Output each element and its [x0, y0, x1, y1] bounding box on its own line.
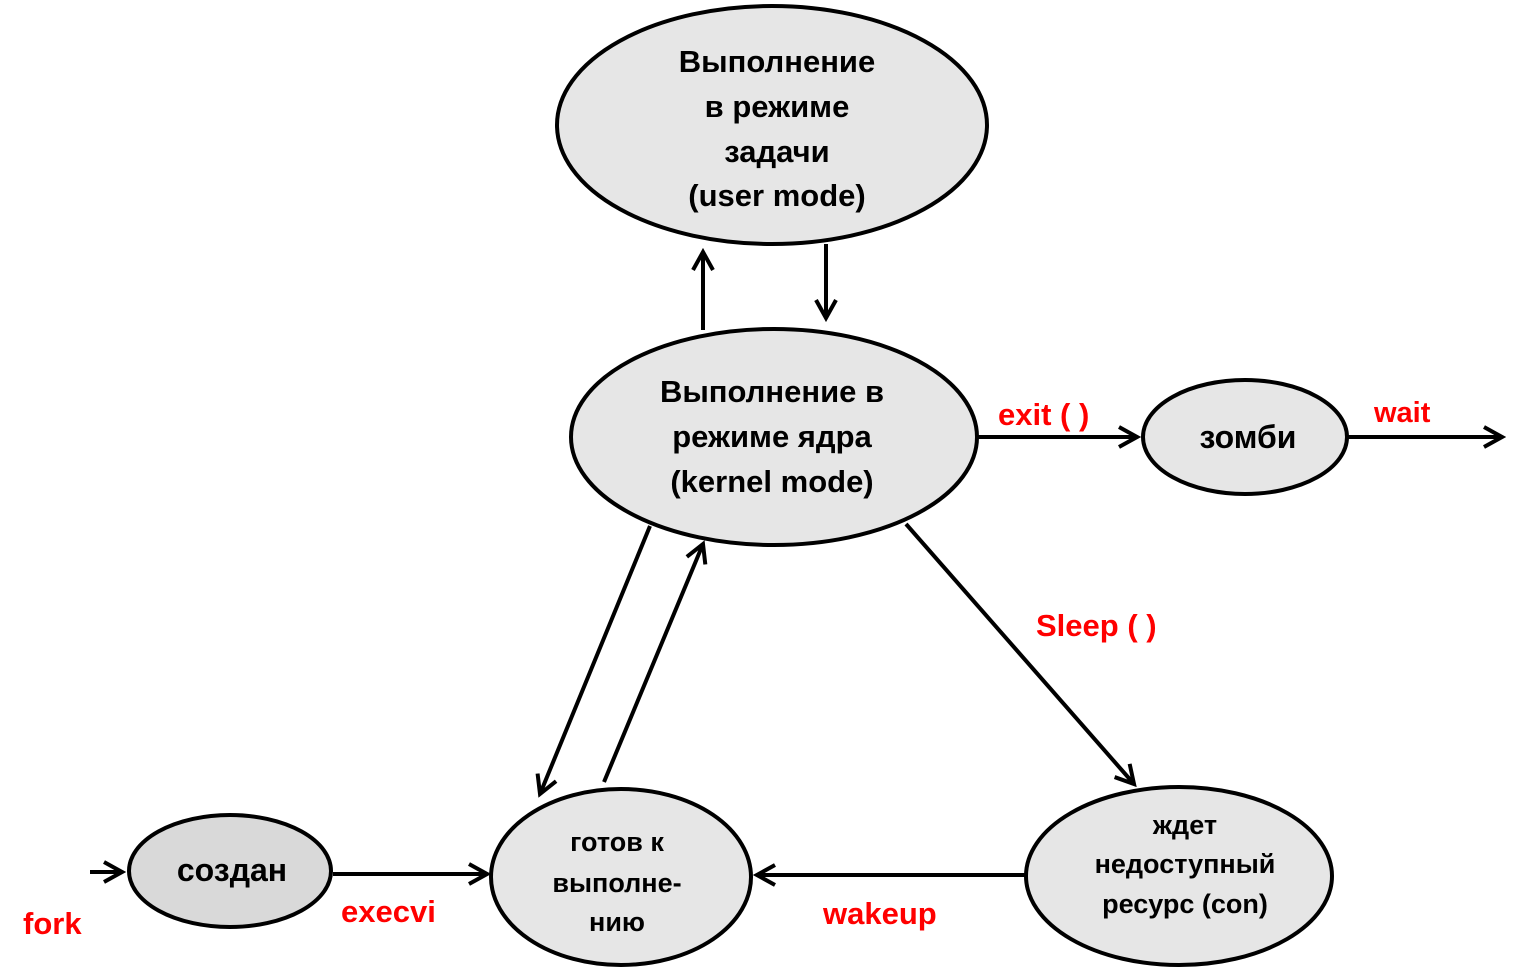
state-waiting-shape	[1024, 785, 1334, 967]
edge-ready-to-kernel	[602, 544, 703, 783]
state-zombie: зомби	[1141, 378, 1349, 496]
edge-kernel-to-ready	[540, 525, 652, 794]
state-zombie-shape	[1141, 378, 1349, 496]
transition-label-wait: wait	[1373, 397, 1431, 429]
state-waiting-label-1: ждет	[1152, 810, 1217, 840]
state-waiting-label-3: ресурс (con)	[1102, 889, 1268, 919]
state-waiting: ждет недоступный ресурс (con)	[1024, 785, 1334, 967]
state-ready: готов к выполне- нию	[489, 787, 753, 967]
state-user-mode-shape	[555, 4, 989, 246]
state-created: создан	[127, 813, 333, 929]
state-zombie-label: зомби	[1200, 419, 1297, 455]
state-user-mode-label-3: задачи	[724, 134, 829, 169]
transition-label-execvi: execvi	[341, 894, 436, 929]
transition-label-exit: exit ( )	[998, 397, 1089, 432]
state-ready-label-1: готов к	[570, 827, 664, 857]
transition-label-wakeup: wakeup	[822, 896, 937, 931]
state-kernel-mode-label-2: режиме ядра	[672, 419, 872, 454]
state-ready-label-3: нию	[589, 907, 645, 937]
state-waiting-label-2: недоступный	[1095, 849, 1276, 879]
state-kernel-mode-shape	[569, 327, 979, 547]
state-kernel-mode: Выполнение в режиме ядра (kernel mode)	[569, 327, 979, 547]
state-kernel-mode-label-1: Выполнение в	[660, 374, 884, 409]
state-user-mode-label-2: в режиме	[705, 89, 850, 124]
transition-label-sleep: Sleep ( )	[1036, 608, 1157, 643]
state-user-mode-label-1: Выполнение	[679, 44, 875, 79]
state-user-mode-label-4: (user mode)	[688, 178, 865, 213]
state-created-label: создан	[177, 852, 287, 888]
edge-kernel-to-waiting	[904, 522, 1134, 784]
state-kernel-mode-label-3: (kernel mode)	[670, 464, 873, 499]
state-created-shape	[127, 813, 333, 929]
state-ready-label-2: выполне-	[552, 868, 681, 898]
transition-label-fork: fork	[23, 906, 82, 941]
state-ready-shape	[489, 787, 753, 967]
state-user-mode: Выполнение в режиме задачи (user mode)	[555, 4, 989, 246]
